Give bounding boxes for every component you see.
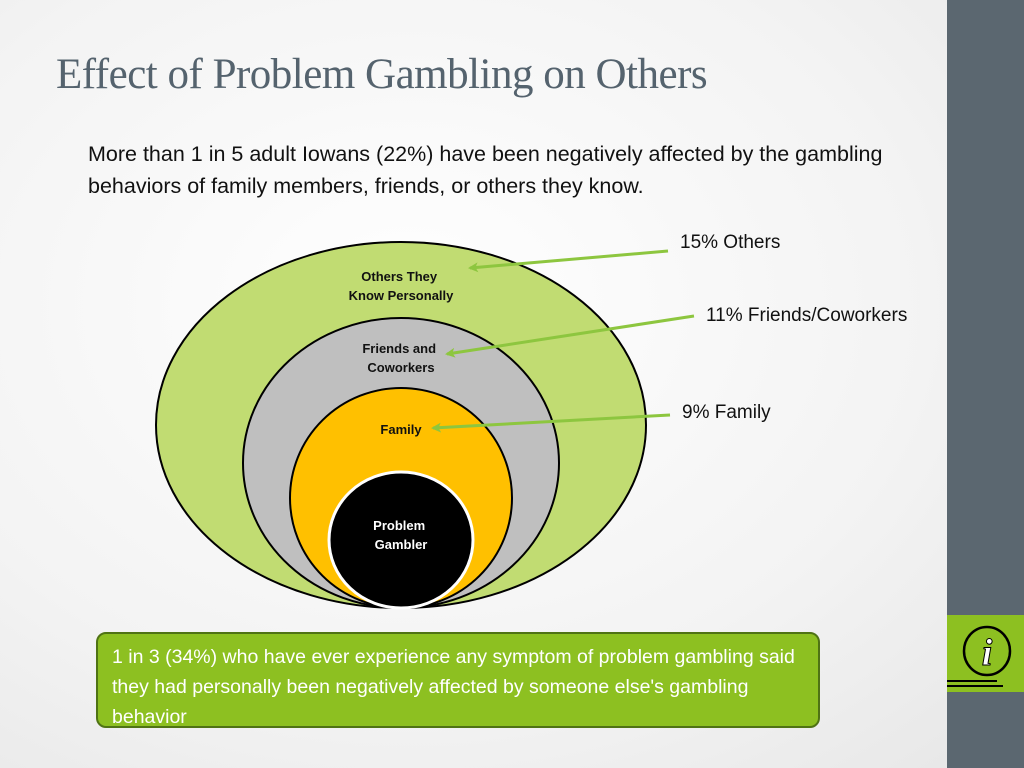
info-icon-glyph: i [982, 632, 993, 674]
ring-label-line: Gambler [375, 537, 428, 552]
ring-label-friends: Friends and Coworkers [362, 341, 439, 375]
ring-label-line: Know Personally [349, 288, 455, 303]
ring-label-line: Others They [361, 269, 438, 284]
page-title: Effect of Problem Gambling on Others [56, 51, 708, 98]
ring-label-others: Others They Know Personally [349, 269, 455, 303]
ring-label-family: Family [380, 422, 422, 437]
info-box: 1 in 3 (34%) who have ever experience an… [96, 632, 820, 728]
callout-arrow-family [431, 413, 671, 433]
callout-arrow-friends [445, 314, 695, 358]
callout-friends: 11% Friends/Coworkers [706, 305, 907, 326]
info-icon: i [939, 615, 1024, 692]
ring-label-line: Family [380, 422, 422, 437]
ring-label-line: Problem [373, 518, 425, 533]
ring-label-gambler: Problem Gambler [373, 518, 429, 552]
callout-arrow-others [468, 249, 669, 273]
ring-label-line: Friends and [362, 341, 436, 356]
intro-text: More than 1 in 5 adult Iowans (22%) have… [88, 142, 883, 198]
ring-gambler [327, 470, 475, 610]
callout-others: 15% Others [680, 232, 780, 253]
callout-family: 9% Family [682, 402, 771, 423]
ring-label-line: Coworkers [367, 360, 434, 375]
